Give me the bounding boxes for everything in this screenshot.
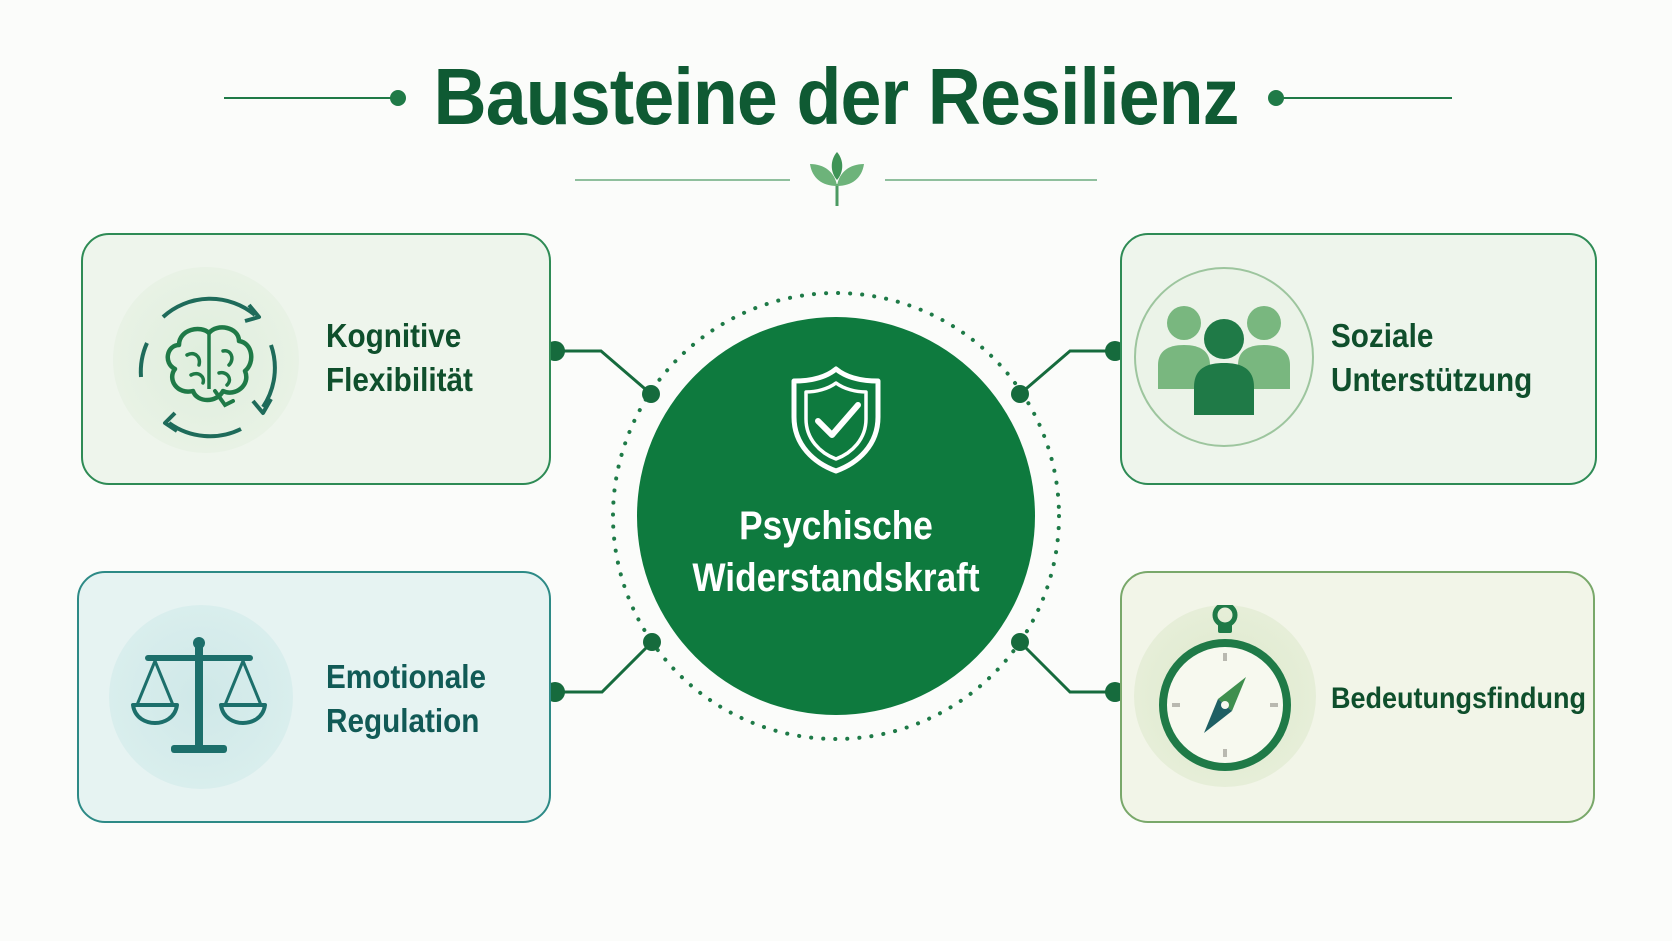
compass-icon-disc xyxy=(1134,602,1316,787)
subtitle-left-line xyxy=(575,179,790,181)
card-label-line1: Emotionale xyxy=(326,658,487,695)
title-right-dot xyxy=(1268,90,1284,106)
title-left-dot xyxy=(390,90,406,106)
card-kognitive-flexibilitaet: Kognitive Flexibilität xyxy=(81,233,551,485)
connector-bottom-left xyxy=(555,640,654,694)
title-row: Bausteine der Resilienz xyxy=(0,52,1672,142)
card-soziale-unterstuetzung: Soziale Unterstützung xyxy=(1120,233,1597,485)
connector-top-right xyxy=(1019,349,1115,396)
card-label-line1: Bedeutungsfindung xyxy=(1331,682,1586,715)
subtitle-right-line xyxy=(885,179,1097,181)
center-label: Psychische Widerstandskraft xyxy=(661,500,1011,604)
card-label-line2: Regulation xyxy=(326,702,480,739)
title-left-line xyxy=(224,97,394,99)
card-label-bedeutung: Bedeutungsfindung xyxy=(1331,677,1586,721)
compass-icon xyxy=(1159,602,1291,771)
card-label-line2: Flexibilität xyxy=(326,361,473,398)
hub-dotted-ring xyxy=(611,291,1061,741)
shield-check-icon xyxy=(791,366,881,474)
page-title: Bausteine der Resilienz xyxy=(433,52,1239,141)
people-group-icon xyxy=(1158,306,1290,415)
card-bedeutungsfindung: Bedeutungsfindung xyxy=(1120,571,1595,823)
scale-icon-disc xyxy=(109,605,293,789)
card-label-kognitive: Kognitive Flexibilität xyxy=(326,314,473,402)
center-label-line1: Psychische xyxy=(739,504,933,548)
card-label-line1: Soziale xyxy=(1331,317,1434,354)
card-label-emotionale: Emotionale Regulation xyxy=(326,655,486,743)
brain-cycle-icon xyxy=(138,296,277,439)
card-label-line2: Unterstützung xyxy=(1331,361,1533,398)
brain-icon-disc xyxy=(113,267,299,453)
people-icon-disc xyxy=(1134,267,1314,447)
connector-top-left xyxy=(555,349,652,396)
title-right-line xyxy=(1282,97,1452,99)
center-label-line2: Widerstandskraft xyxy=(692,556,980,600)
card-emotionale-regulation: Emotionale Regulation xyxy=(77,571,551,823)
sprout-icon xyxy=(810,152,864,206)
connector-bottom-right xyxy=(1018,640,1115,694)
balance-scale-icon xyxy=(131,637,267,753)
card-label-soziale: Soziale Unterstützung xyxy=(1331,314,1532,402)
card-label-line1: Kognitive xyxy=(326,317,462,354)
